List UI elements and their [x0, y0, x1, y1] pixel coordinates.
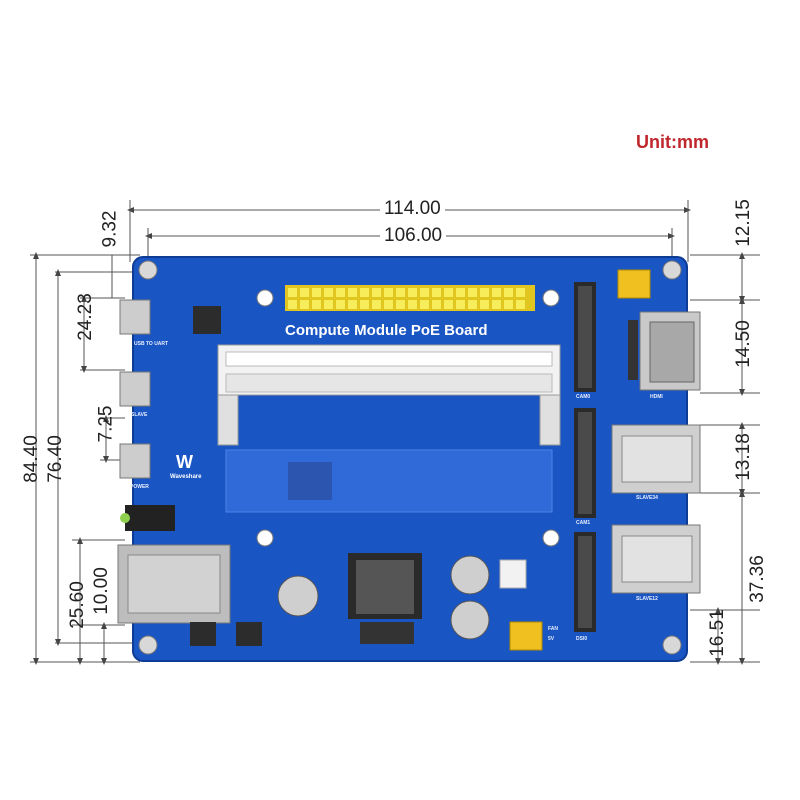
brand-label: Waveshare	[170, 474, 202, 480]
label-hdmi: HDMI	[650, 394, 663, 400]
dim-width-inner: 106.00	[380, 225, 447, 247]
label-cam1: CAM1	[576, 520, 591, 526]
label-slave12: SLAVE12	[636, 596, 658, 602]
label-usb-to-uart: USB TO UART	[134, 341, 169, 347]
unit-label: Unit:mm	[636, 132, 709, 152]
svg-text:W: W	[176, 452, 193, 472]
board-title: Compute Module PoE Board	[285, 322, 488, 339]
label-power: POWER	[130, 484, 149, 490]
label-5v: 5V	[548, 636, 555, 642]
dim-width-outer: 114.00	[380, 198, 445, 220]
label-cam0: CAM0	[576, 394, 591, 400]
label-dsi0: DSI0	[576, 636, 588, 642]
label-slave34: SLAVE34	[636, 495, 658, 501]
label-slave: SLAVE	[131, 412, 148, 418]
label-fan: FAN	[548, 626, 558, 632]
